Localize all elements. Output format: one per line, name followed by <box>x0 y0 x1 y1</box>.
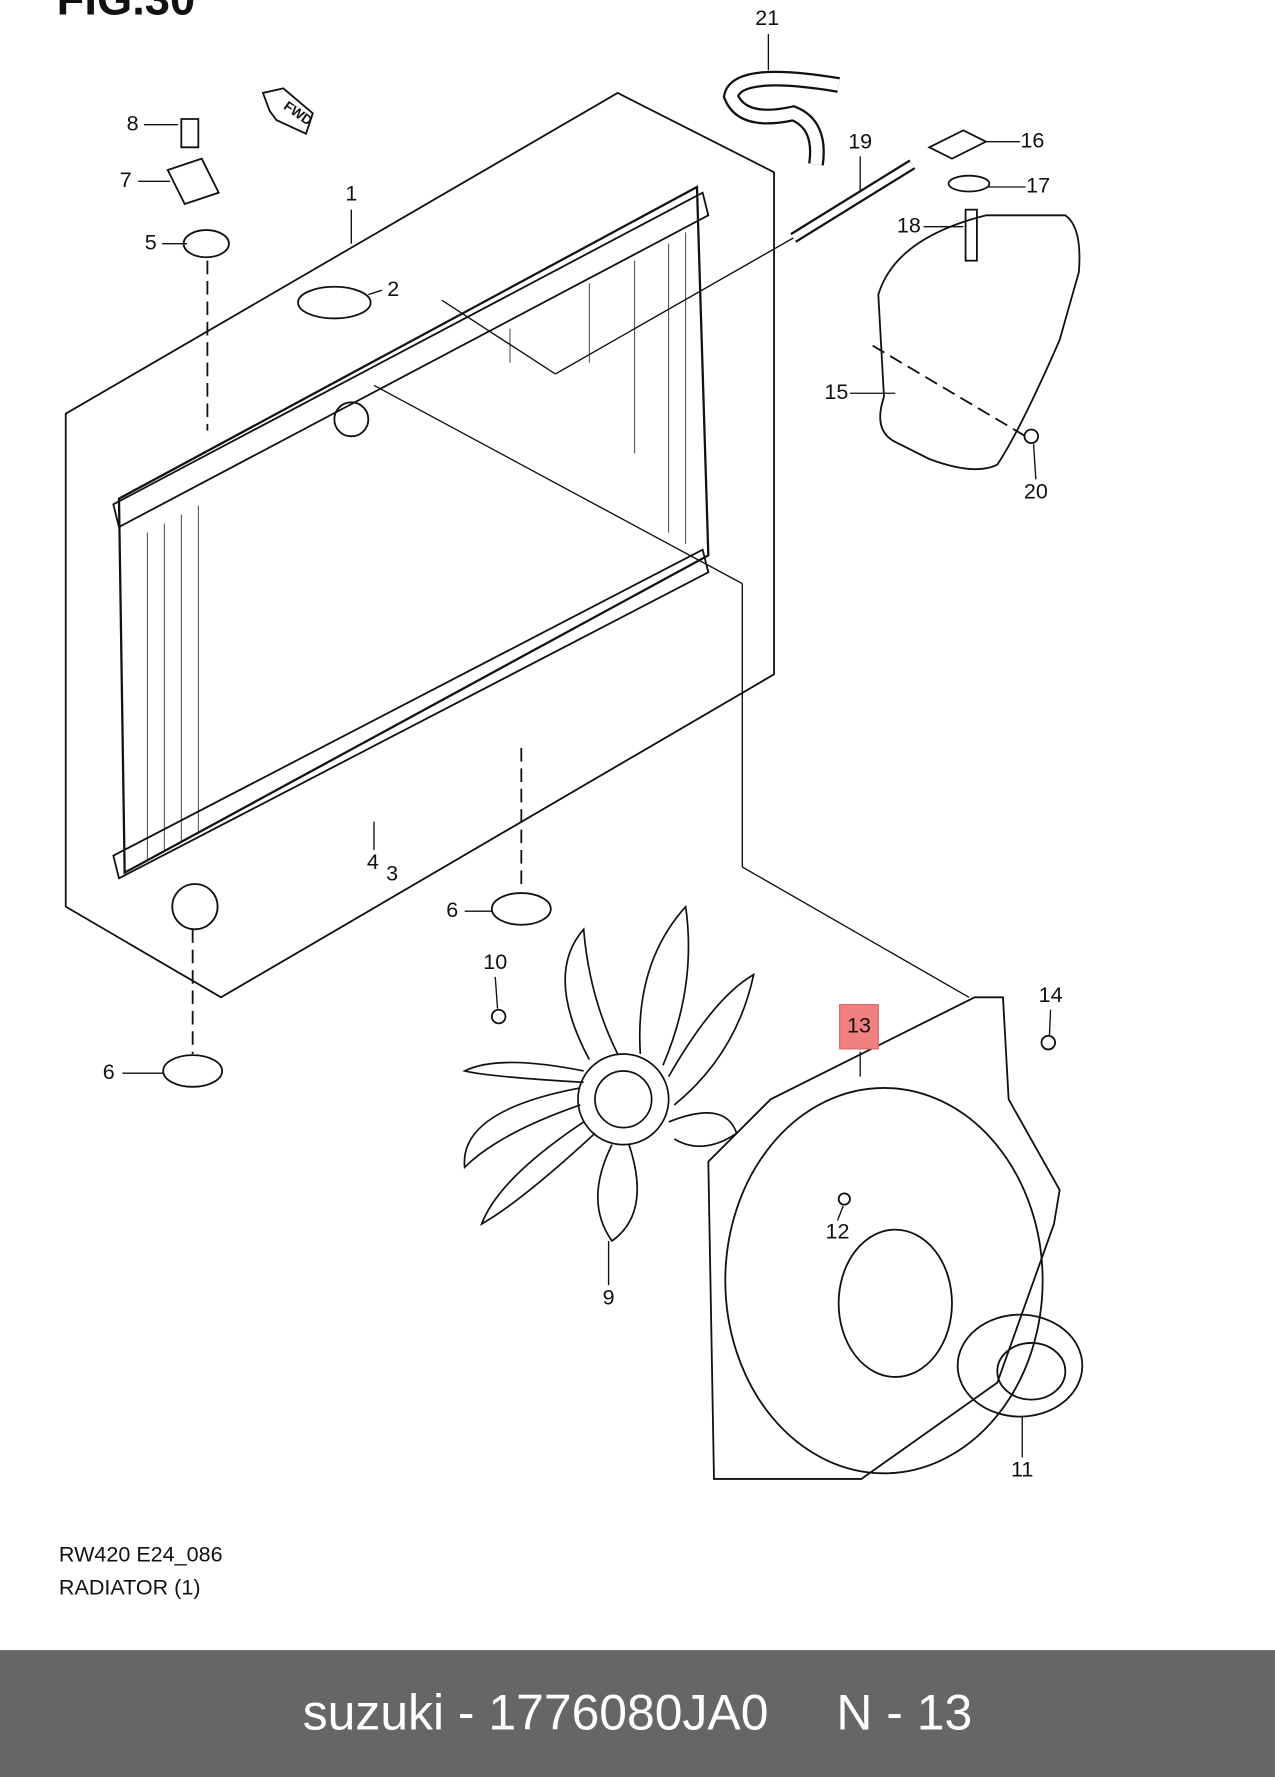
bolt-12 <box>837 1192 851 1206</box>
callout-1: 1 <box>345 182 358 207</box>
callout-6: 6 <box>446 898 459 923</box>
fan-shroud-13 <box>707 996 1084 1480</box>
diagram-code: RW420 E24_086 <box>58 1543 223 1568</box>
callout-21: 21 <box>755 6 780 31</box>
cooling-fan-9 <box>462 904 755 1243</box>
reservoir-cap-18 <box>964 208 978 262</box>
clip-17 <box>947 174 991 193</box>
callout-4: 4 <box>366 851 379 875</box>
callout-14: 14 <box>1038 983 1063 1008</box>
callout-reference: N - 13 <box>836 1685 973 1741</box>
callout-12: 12 <box>825 1220 850 1245</box>
cushion-6b <box>490 892 552 926</box>
radiator-group-frame <box>64 91 775 999</box>
callout-3: 3 <box>386 862 399 887</box>
callout-6: 6 <box>102 1060 115 1085</box>
bolt-20 <box>1023 428 1040 445</box>
bush-5 <box>182 229 230 259</box>
part-number: suzuki - 1776080JA0 <box>302 1685 769 1741</box>
callout-11: 11 <box>1011 1458 1034 1483</box>
figure-title: FIG.30 <box>56 0 196 25</box>
upper-hose-outlet <box>333 401 370 438</box>
radiator-fins <box>146 232 687 862</box>
radiator-core <box>117 185 710 875</box>
bolt-8 <box>180 118 200 149</box>
callout-10: 10 <box>483 950 508 975</box>
callout-13-highlighted[interactable]: 13 <box>839 1004 879 1050</box>
callout-8: 8 <box>126 112 139 136</box>
callout-18: 18 <box>896 214 921 238</box>
lower-hose-outlet <box>171 883 219 931</box>
upper-tank <box>112 191 710 529</box>
callout-2: 2 <box>387 277 400 302</box>
callout-7: 7 <box>119 168 132 193</box>
bolt-14 <box>1040 1034 1057 1051</box>
callout-15: 15 <box>824 380 849 405</box>
cushion-6a <box>162 1054 224 1088</box>
hose-fitting-16 <box>927 129 988 160</box>
part-number-banner: suzuki - 1776080JA0 N - 13 <box>0 1650 1275 1777</box>
reservoir-tank-15 <box>877 214 1081 471</box>
callout-19: 19 <box>848 130 873 155</box>
fwd-arrow-icon <box>261 87 314 135</box>
radiator-cap <box>297 285 372 320</box>
nut-10 <box>490 1008 507 1025</box>
bracket-7 <box>166 157 221 206</box>
callout-5: 5 <box>144 231 157 255</box>
exploded-view-drawing <box>64 33 1084 1480</box>
callout-9: 9 <box>602 1286 615 1311</box>
fan-motor-11 <box>956 1313 1084 1418</box>
callout-16: 16 <box>1020 129 1045 153</box>
lower-tank <box>112 548 710 880</box>
callout-17: 17 <box>1026 174 1051 199</box>
diagram-name: RADIATOR (1) <box>58 1576 201 1601</box>
callout-20: 20 <box>1023 480 1048 505</box>
